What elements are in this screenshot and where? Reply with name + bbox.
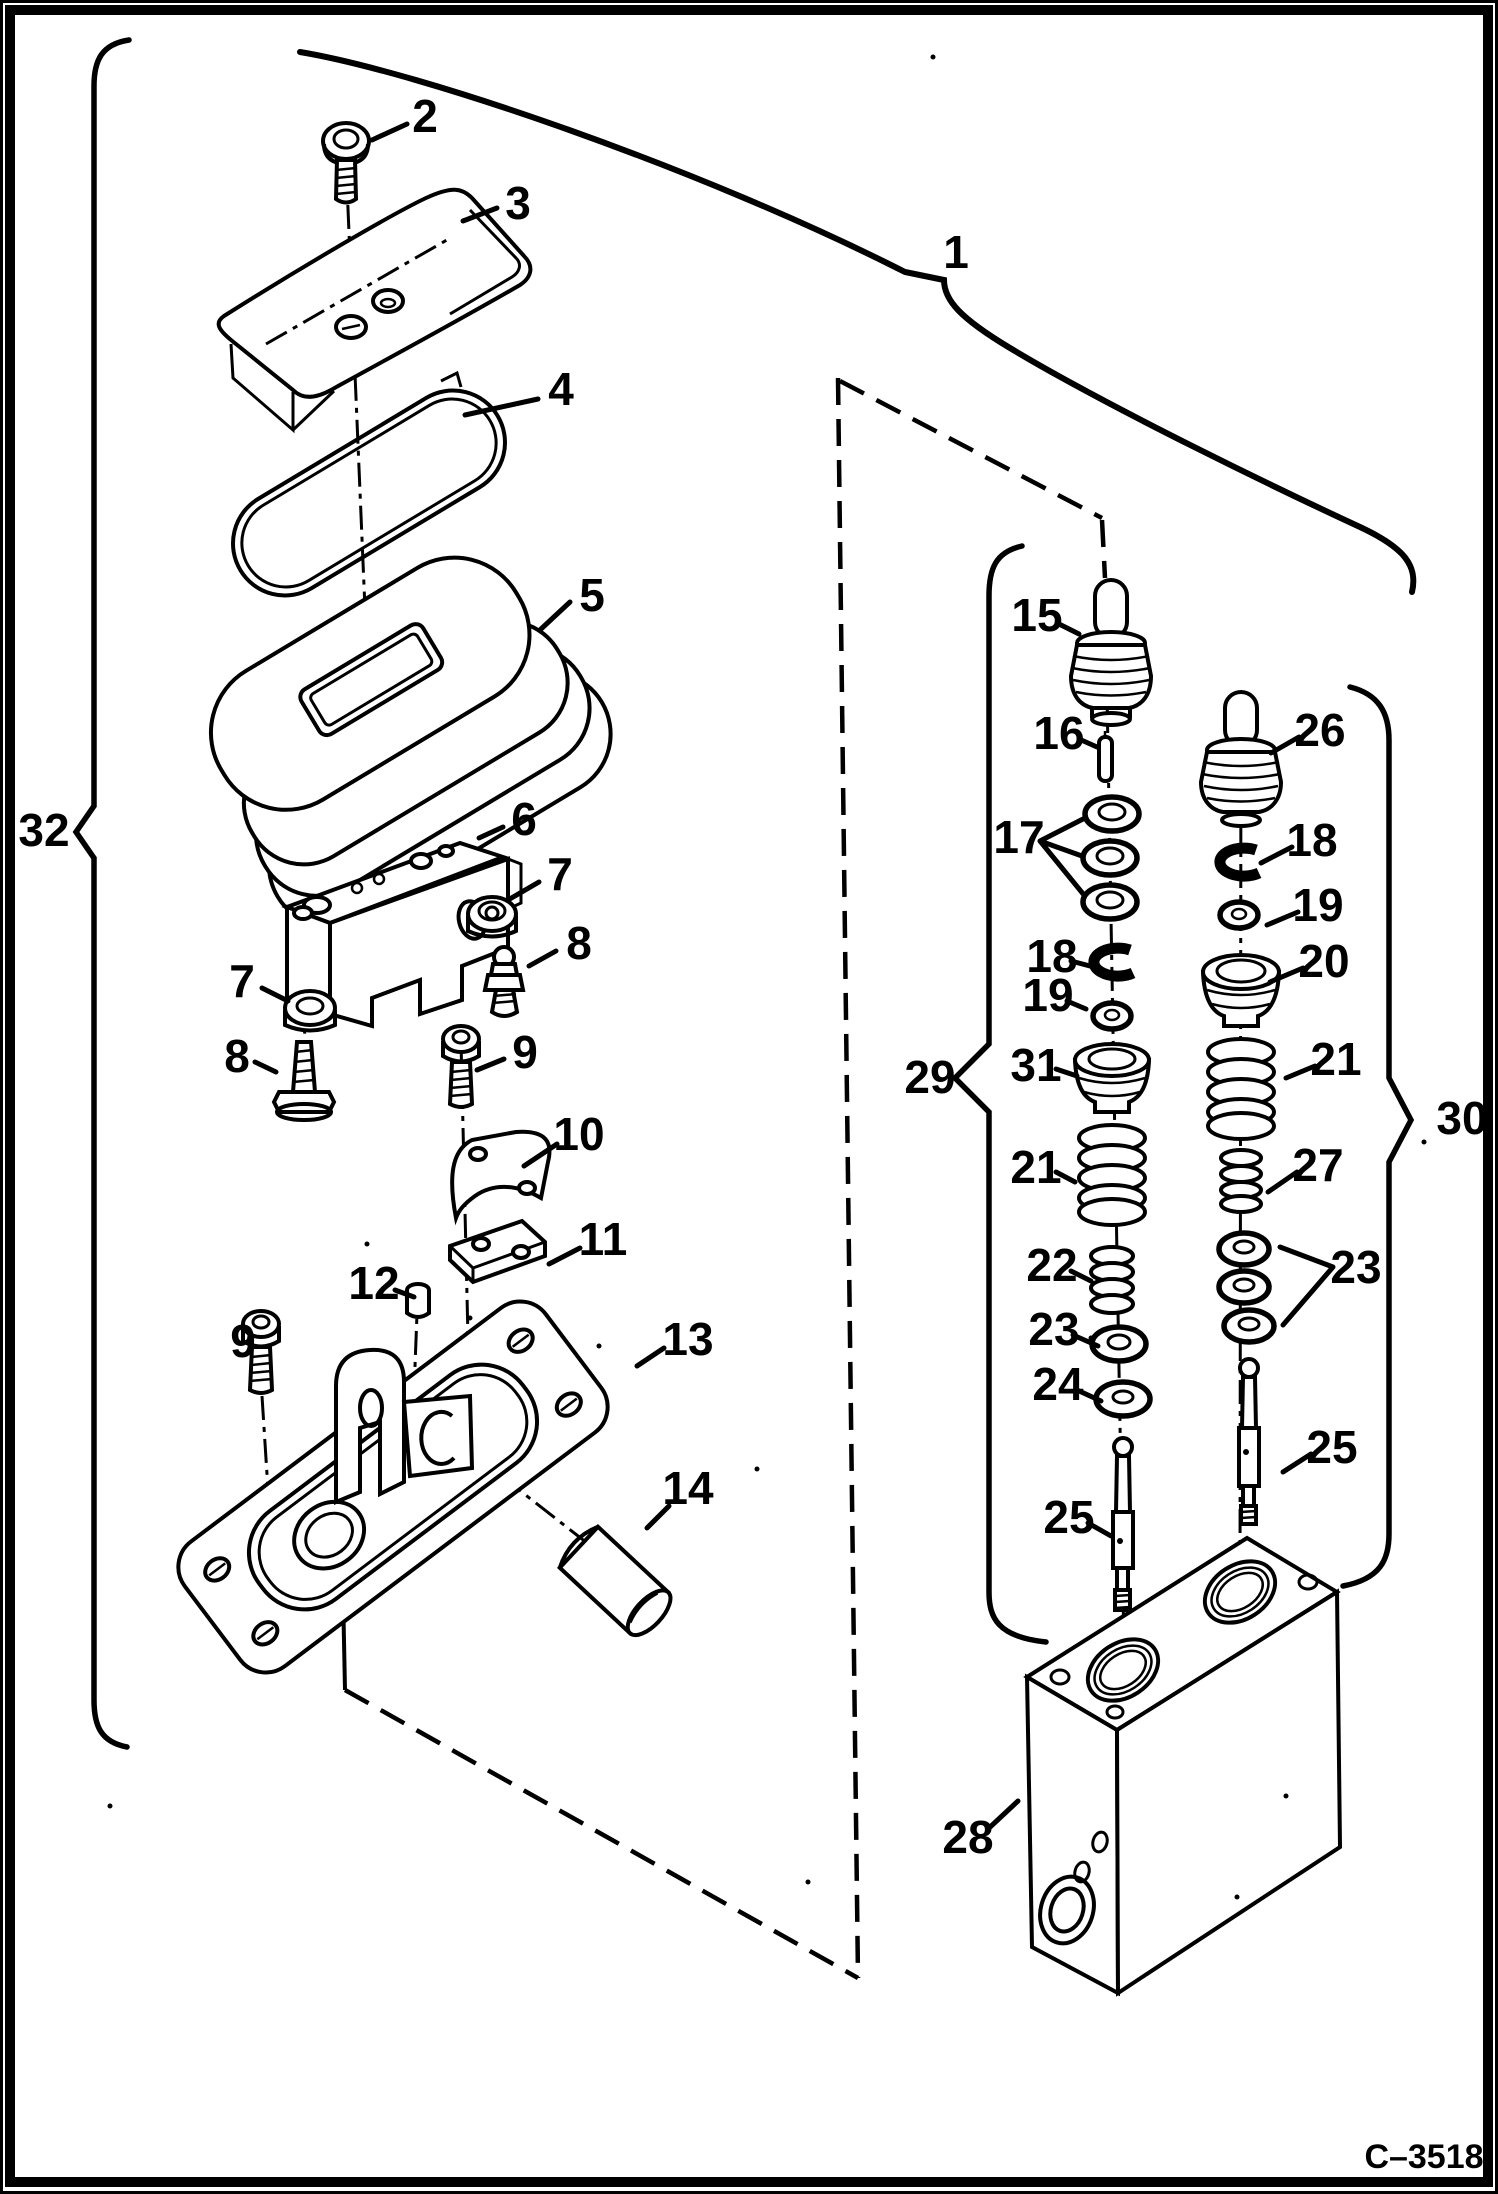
part-6-lever-bracket bbox=[281, 840, 523, 1029]
callout-18-right: 18 bbox=[1286, 814, 1337, 866]
main-frame-border bbox=[5, 5, 1493, 2187]
callout-14: 14 bbox=[662, 1462, 714, 1514]
assembly-1-leader-curve bbox=[297, 49, 1417, 595]
callout-9-left: 9 bbox=[230, 1315, 256, 1367]
part-11-plate bbox=[448, 1218, 547, 1285]
part-21-spring-left bbox=[1077, 1123, 1147, 1227]
callout-7-right: 7 bbox=[547, 848, 573, 900]
pivot-tower bbox=[401, 1393, 475, 1479]
callout-8-right: 8 bbox=[566, 917, 592, 969]
callout-26: 26 bbox=[1294, 704, 1345, 756]
part-5-boot-bellows bbox=[208, 555, 613, 929]
callout-13: 13 bbox=[662, 1313, 713, 1365]
part-19-washer-right bbox=[1217, 899, 1261, 931]
callout-24: 24 bbox=[1032, 1358, 1084, 1410]
part-27-spring bbox=[1219, 1148, 1263, 1214]
callout-11: 11 bbox=[579, 1213, 628, 1265]
part-23-washers-right bbox=[1216, 1230, 1277, 1345]
callout-20: 20 bbox=[1298, 935, 1349, 987]
callout-19-left: 19 bbox=[1022, 969, 1073, 1021]
clevis-tower bbox=[334, 1347, 406, 1505]
part-19-washer-left bbox=[1090, 1000, 1134, 1032]
part-13-base-housing bbox=[176, 1299, 610, 1675]
part-14-roller-pin bbox=[556, 1523, 673, 1638]
part-22-spring bbox=[1089, 1245, 1135, 1315]
callout-9-right: 9 bbox=[512, 1026, 538, 1078]
callout-25-right: 25 bbox=[1306, 1421, 1357, 1473]
part-7-nut-right bbox=[466, 895, 518, 939]
callout-4: 4 bbox=[548, 363, 574, 415]
callout-23-left: 23 bbox=[1028, 1303, 1079, 1355]
part-10-cam bbox=[450, 1129, 552, 1226]
part-25-spool-right bbox=[1237, 1357, 1261, 1526]
part-24-washer bbox=[1093, 1379, 1153, 1419]
callout-25-left: 25 bbox=[1043, 1491, 1094, 1543]
callout-2: 2 bbox=[412, 90, 438, 142]
part-17-washers bbox=[1080, 794, 1142, 922]
part-26-actuator-cartridge bbox=[1198, 690, 1284, 828]
callout-leader-lines bbox=[252, 121, 1336, 1832]
callout-3: 3 bbox=[505, 177, 531, 229]
part-12-pin bbox=[405, 1282, 431, 1319]
part-3-cover-clamp bbox=[216, 187, 533, 434]
part-23-washer-left bbox=[1089, 1324, 1149, 1364]
part-15-actuator-cartridge bbox=[1068, 578, 1154, 727]
callout-1: 1 bbox=[943, 226, 969, 278]
part-8-bolt-left bbox=[271, 1040, 337, 1122]
callout-28: 28 bbox=[942, 1811, 993, 1863]
callout-17: 17 bbox=[993, 811, 1044, 863]
callout-6: 6 bbox=[511, 793, 537, 845]
scan-specks bbox=[107, 54, 1427, 1900]
callout-32: 32 bbox=[18, 804, 69, 856]
part-16-pin bbox=[1097, 731, 1114, 783]
callout-12: 12 bbox=[348, 1257, 399, 1309]
callout-21-left: 21 bbox=[1010, 1141, 1061, 1193]
part-4-gasket bbox=[230, 370, 508, 598]
callout-31: 31 bbox=[1010, 1039, 1061, 1091]
part-28-valve-block bbox=[1023, 1535, 1343, 1997]
part-21-spring-right bbox=[1206, 1037, 1276, 1141]
part-8-fitting-right bbox=[482, 945, 526, 1018]
callout-7-left: 7 bbox=[229, 955, 255, 1007]
part-25-spool-left bbox=[1111, 1436, 1135, 1612]
callout-5: 5 bbox=[579, 569, 605, 621]
part-18-retaining-ring-left bbox=[1088, 942, 1136, 982]
part-2-socket-screw bbox=[321, 121, 371, 205]
callout-19-right: 19 bbox=[1292, 879, 1343, 931]
callout-15: 15 bbox=[1011, 589, 1062, 641]
group-32-brace bbox=[72, 37, 132, 1750]
part-9-socket-screw-left bbox=[241, 1309, 281, 1395]
callout-18-left: 18 bbox=[1026, 930, 1077, 982]
callout-10: 10 bbox=[553, 1108, 604, 1160]
part-9-socket-screw-right bbox=[441, 1024, 481, 1109]
group-29-brace bbox=[951, 543, 1049, 1645]
callout-21-right: 21 bbox=[1310, 1033, 1361, 1085]
callout-30: 30 bbox=[1436, 1092, 1487, 1144]
part-7-nut-left bbox=[283, 989, 337, 1033]
callout-22: 22 bbox=[1026, 1239, 1077, 1291]
callout-8-left: 8 bbox=[224, 1030, 250, 1082]
part-31-spring-seat bbox=[1072, 1042, 1152, 1114]
part-18-retaining-ring-right bbox=[1214, 842, 1262, 882]
callout-29: 29 bbox=[904, 1051, 955, 1103]
callout-23-right: 23 bbox=[1330, 1241, 1381, 1293]
part-20-spring-seat bbox=[1200, 953, 1282, 1028]
callout-27: 27 bbox=[1292, 1139, 1343, 1191]
callout-16: 16 bbox=[1033, 707, 1084, 759]
group-30-brace bbox=[1340, 684, 1415, 1589]
drawing-number: C–3518 bbox=[1364, 2138, 1483, 2176]
